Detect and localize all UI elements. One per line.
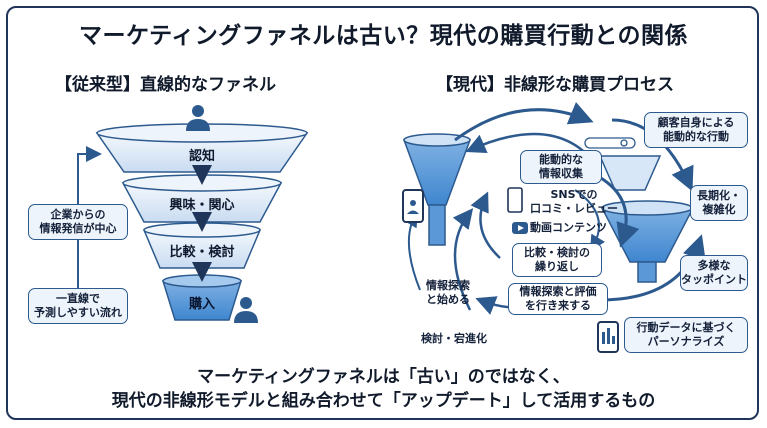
- label-personalize: 行動データに基づくパーソナライズ: [624, 317, 748, 353]
- funnel-top-right: [598, 155, 662, 191]
- node-video-content: 動画コンテンツ: [530, 221, 607, 234]
- outer-frame: [6, 6, 759, 420]
- stage-purchase: 購入: [188, 297, 215, 312]
- funnel-left: [402, 133, 472, 246]
- node-active-collection: 能動的な情報収集: [520, 150, 602, 184]
- label-self-driven: 顧客自身による能動的な行動: [644, 112, 748, 148]
- node-review-deepen: 検討・宕進化: [421, 332, 487, 345]
- right-heading: 【現代】非線形な購買プロセス: [436, 75, 674, 95]
- person-icon: [234, 297, 258, 323]
- conclusion-line-2: 現代の非線形モデルと組み合わせて「アップデート」して活用するもの: [111, 391, 656, 411]
- funnel-tier-purchase: [161, 274, 243, 321]
- conclusion-line-1: マーケティングファネルは「古い」のではなく、: [197, 367, 570, 387]
- label-long-complex: 長期化・複雑化: [690, 185, 748, 221]
- note-linear-flow: 一直線で予測しやすい流れ: [28, 288, 128, 324]
- video-play-icon: [512, 222, 528, 234]
- stage-compare: 比較・検討: [169, 245, 235, 260]
- node-start-search: 情報探索と始める: [426, 279, 470, 306]
- note-company-info: 企業からの情報発信が中心: [28, 204, 128, 240]
- sns-phone-icon: [507, 187, 523, 213]
- left-heading: 【従来型】直線的なファネル: [55, 75, 276, 95]
- smartphone-icon: [402, 189, 424, 223]
- search-icon: [584, 137, 636, 149]
- node-compare-repeat: 比較・検討の繰り返し: [512, 243, 602, 277]
- person-icon: [186, 105, 210, 131]
- label-touchpoints: 多様なタッポイント: [680, 255, 748, 291]
- page-title: マーケティングファネルは古い？現代の購買行動との関係: [79, 23, 688, 49]
- stage-awareness: 認知: [188, 149, 215, 164]
- stage-interest: 興味・関心: [169, 198, 235, 213]
- node-sns-reviews: SNSでの口コミ・レビュー: [530, 188, 618, 215]
- smartphone-icon: [597, 321, 619, 353]
- funnel-tier-interest: [121, 174, 283, 223]
- node-back-and-forth: 情報探索と評価を行き来する: [508, 283, 608, 315]
